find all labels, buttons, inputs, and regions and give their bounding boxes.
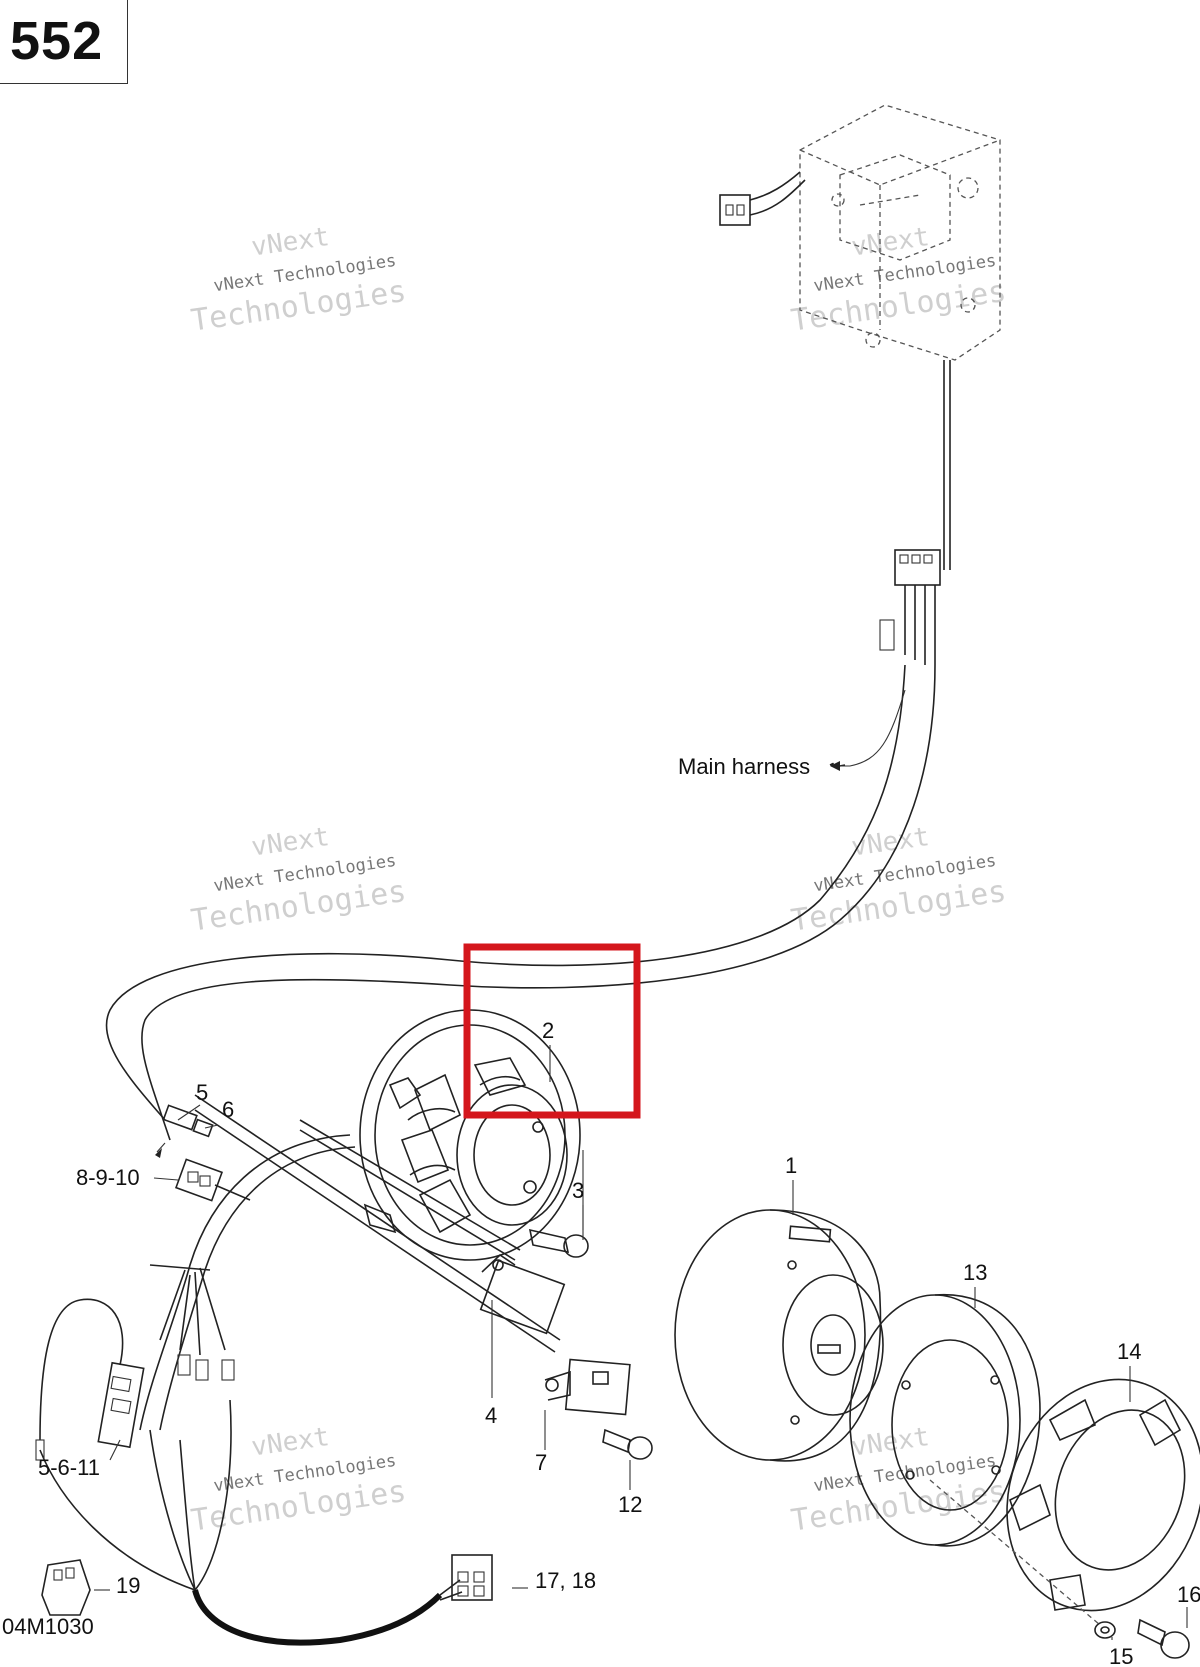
svg-text:vNext: vNext [250,1422,332,1463]
highlight-box-part-2 [463,943,641,1119]
callout-8-9-10: 8-9-10 [76,1165,140,1190]
callout-15: 15 [1109,1644,1133,1667]
harness-connector-block [879,549,941,665]
callout-13: 13 [963,1260,987,1285]
regulator-connector [719,171,806,226]
watermark-top-left: vNext vNext Technologies Technologies [189,222,409,339]
leader-lines [94,1045,1188,1640]
callout-1: 1 [785,1153,797,1178]
callout-19: 19 [116,1573,140,1598]
assembly-axis [929,1479,1101,1626]
connector-8-9-10 [174,1158,251,1202]
connector-5-6-11 [35,1298,145,1461]
pickup-screw [602,1428,653,1460]
callout-6: 6 [222,1097,234,1122]
svg-text:vNext: vNext [850,822,932,863]
callout-16: 16 [1177,1582,1200,1607]
callout-5: 5 [196,1080,208,1105]
connector-5-6 [162,1104,214,1138]
watermark-bottom-right: vNext vNext Technologies Technologies [789,1422,1009,1539]
main-harness-cable [105,664,936,1141]
connector-19 [41,1559,91,1616]
washer-15 [1094,1621,1116,1639]
callout-5-6-11: 5-6-11 [38,1455,100,1480]
watermark-bottom-left: vNext vNext Technologies Technologies [189,1422,409,1539]
callout-3: 3 [572,1178,584,1203]
svg-text:vNext: vNext [850,1422,932,1463]
callout-main-harness: Main harness [678,754,810,779]
stator-wiring-harness [39,1134,463,1646]
voltage-regulator-ghost [799,104,1001,361]
watermark-top-right: vNext vNext Technologies Technologies [789,222,1009,339]
screw-16 [1137,1618,1190,1659]
callout-4: 4 [485,1403,497,1428]
page-number-box: 552 [0,0,128,84]
connector-17-18 [451,1554,493,1601]
stator-screw [528,1150,589,1258]
watermark-mid-left: vNext vNext Technologies Technologies [189,822,409,939]
svg-text:vNext: vNext [250,222,332,263]
callout-12: 12 [618,1492,642,1517]
svg-text:vNext: vNext [250,822,332,863]
callout-2: 2 [542,1018,554,1043]
page-number: 552 [10,11,104,71]
regulator-wire [943,360,951,570]
watermark-mid-right: vNext vNext Technologies Technologies [789,822,1009,939]
callout-17-18: 17, 18 [535,1568,596,1593]
trigger-coil-cable [194,1094,631,1416]
callout-7: 7 [535,1450,547,1475]
drawing-code: 04M1030 [2,1614,94,1639]
callout-14: 14 [1117,1339,1141,1364]
flywheel [674,1209,884,1462]
starter-cup [1006,1378,1200,1612]
stator-assembly [359,1009,581,1261]
